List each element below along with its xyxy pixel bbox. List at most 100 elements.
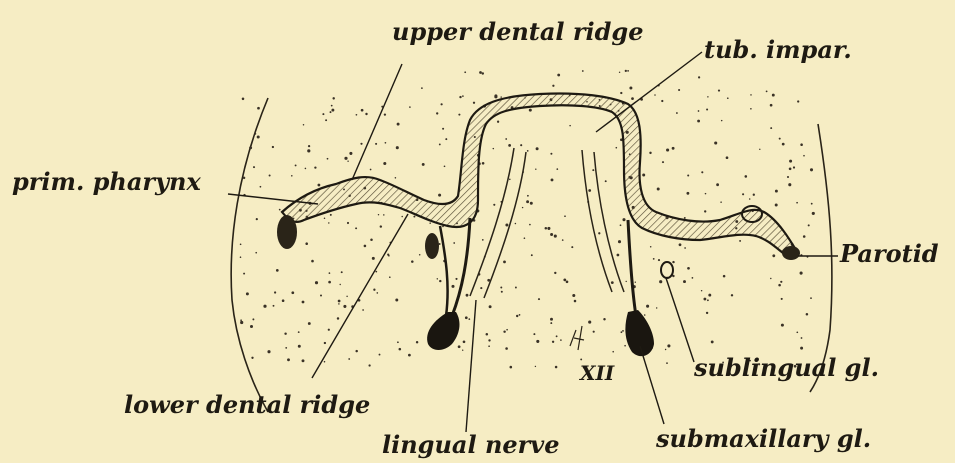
stipple-dot — [347, 160, 348, 161]
stipple-dot — [727, 97, 729, 99]
stipple-dot — [302, 359, 305, 362]
stipple-dot — [620, 224, 622, 226]
stipple-dot — [493, 148, 494, 149]
stipple-dot — [252, 318, 254, 320]
stipple-dot — [593, 331, 595, 333]
stipple-dot — [243, 273, 245, 275]
stipple-dot — [339, 284, 340, 285]
stipple-dot — [550, 233, 553, 236]
stipple-dot — [672, 261, 674, 263]
stipple-dot — [291, 291, 294, 294]
stipple-dot — [330, 214, 332, 216]
stipple-dot — [348, 358, 350, 360]
stipple-dot — [720, 201, 722, 203]
stipple-dot — [750, 94, 752, 96]
stipple-dot — [370, 169, 372, 171]
stipple-dot — [240, 321, 243, 324]
stipple-dot — [397, 123, 400, 126]
stipple-dot — [612, 351, 614, 353]
leader-lower-dental-ridge — [312, 214, 408, 378]
stipple-dot — [347, 222, 349, 224]
stipple-dot — [749, 198, 751, 200]
stipple-dot — [766, 91, 768, 93]
stipple-dot — [328, 222, 329, 223]
stipple-dot — [464, 71, 466, 73]
stipple-dot — [705, 193, 707, 195]
stipple-dot — [383, 214, 385, 216]
stipple-dot — [242, 98, 245, 101]
stipple-dot — [524, 237, 526, 239]
stipple-dot — [338, 303, 340, 305]
stipple-dot — [787, 176, 789, 178]
stipple-dot — [770, 278, 771, 279]
stipple-dot — [622, 218, 625, 221]
stipple-dot — [375, 143, 377, 145]
stipple-dot — [249, 146, 252, 149]
stipple-dot — [718, 90, 720, 92]
stipple-dot — [317, 184, 320, 187]
stipple-dot — [453, 242, 455, 244]
label-prim-pharynx: prim. pharynx — [12, 170, 201, 194]
stipple-dot — [550, 318, 553, 321]
stipple-dot — [753, 194, 755, 196]
stipple-dot — [395, 299, 398, 302]
stipple-dot — [704, 210, 706, 212]
stipple-dot — [411, 260, 414, 263]
stipple-dot — [810, 168, 813, 171]
stipple-dot — [395, 177, 397, 179]
stipple-dot — [656, 307, 657, 308]
stipple-dot — [379, 354, 381, 356]
stipple-dot — [505, 224, 508, 227]
stipple-dot — [328, 329, 330, 331]
stipple-dot — [520, 144, 522, 146]
stipple-dot — [330, 111, 332, 113]
stipple-dot — [509, 179, 511, 181]
stipple-dot — [500, 287, 502, 289]
stipple-dot — [556, 168, 558, 170]
stipple-dot — [243, 177, 245, 179]
stipple-dot — [611, 281, 614, 284]
stipple-dot — [686, 192, 689, 195]
stipple-dot — [255, 252, 257, 254]
stipple-dot — [324, 361, 326, 363]
stipple-dot — [557, 74, 560, 77]
stipple-dot — [346, 296, 347, 297]
stipple-dot — [486, 333, 489, 336]
stipple-dot — [503, 261, 506, 264]
stipple-dot — [649, 152, 651, 154]
stipple-dot — [442, 128, 444, 130]
stipple-dot — [650, 246, 652, 248]
stipple-dot — [560, 339, 562, 341]
stipple-dot — [356, 114, 358, 116]
stipple-dot — [308, 145, 310, 147]
stipple-dot — [285, 347, 287, 349]
stipple-dot — [338, 300, 341, 303]
stipple-dot — [401, 216, 403, 218]
stipple-dot — [421, 87, 423, 89]
stipple-dot — [666, 148, 669, 151]
stipple-dot — [365, 113, 367, 115]
label-lingual-nerve: lingual nerve — [382, 433, 560, 457]
stipple-dot — [566, 280, 569, 283]
stipple-dot — [515, 287, 517, 289]
stipple-dot — [519, 314, 521, 316]
stipple-dot — [810, 297, 812, 299]
stipple-dot — [284, 332, 286, 334]
stipple-dot — [459, 96, 461, 98]
stipple-dot — [413, 216, 415, 218]
stipple-dot — [778, 284, 781, 287]
stipple-dot — [706, 312, 708, 314]
stipple-dot — [302, 301, 305, 304]
sublingual-bud — [661, 262, 673, 278]
stipple-dot — [692, 277, 694, 279]
stipple-dot — [480, 287, 482, 289]
stipple-dot — [505, 347, 508, 350]
stipple-dot — [662, 161, 664, 163]
left-outer-strand — [440, 226, 448, 316]
stipple-dot — [745, 175, 748, 178]
stipple-dot — [349, 152, 352, 155]
stipple-dot — [510, 366, 513, 369]
stipple-dot — [631, 97, 634, 100]
stipple-dot — [383, 162, 386, 165]
